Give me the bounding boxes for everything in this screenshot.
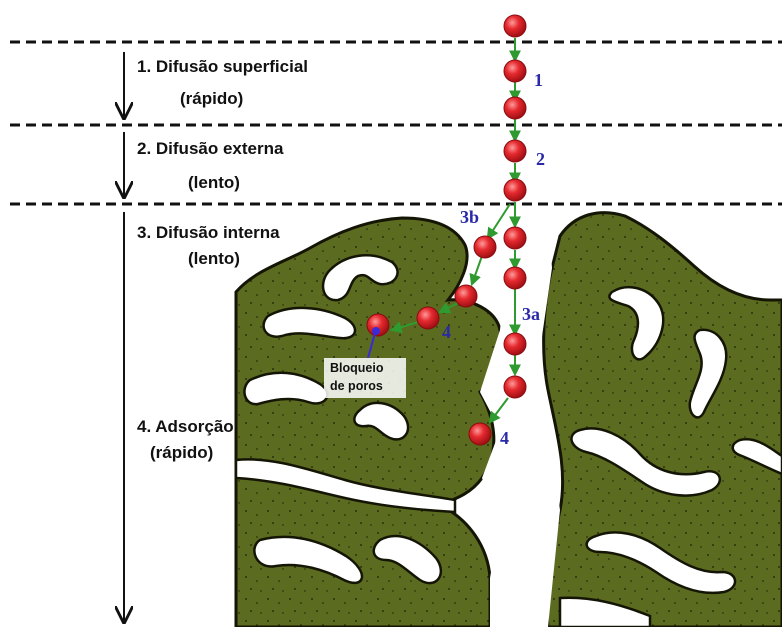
particle bbox=[469, 423, 491, 445]
particle bbox=[504, 227, 526, 249]
stage3-title: 3. Difusão interna bbox=[137, 223, 280, 242]
path-label-3a: 3a bbox=[522, 304, 540, 324]
path-label-4-right: 4 bbox=[500, 428, 509, 448]
path-label-2: 2 bbox=[536, 149, 545, 169]
stage3-speed: (lento) bbox=[188, 249, 240, 268]
stage2-title: 2. Difusão externa bbox=[137, 139, 284, 158]
particle bbox=[504, 179, 526, 201]
stage1-title: 1. Difusão superficial bbox=[137, 57, 308, 76]
particle bbox=[504, 267, 526, 289]
particle bbox=[455, 285, 477, 307]
path-label-1: 1 bbox=[534, 70, 543, 90]
particle bbox=[474, 236, 496, 258]
annotation-line2: de poros bbox=[330, 379, 383, 393]
particle bbox=[504, 97, 526, 119]
particle bbox=[504, 140, 526, 162]
annotation-line1: Bloqueio bbox=[330, 361, 384, 375]
particle bbox=[417, 307, 439, 329]
particle bbox=[504, 60, 526, 82]
stage4-speed: (rápido) bbox=[150, 443, 213, 462]
particle bbox=[504, 333, 526, 355]
particle bbox=[504, 376, 526, 398]
blocked-pore-dot bbox=[372, 327, 380, 335]
stage1-speed: (rápido) bbox=[180, 89, 243, 108]
stage4-title: 4. Adsorção bbox=[137, 417, 234, 436]
path-label-3b: 3b bbox=[460, 207, 479, 227]
path-label-4-left: 4 bbox=[442, 322, 451, 342]
particle bbox=[504, 15, 526, 37]
stage2-speed: (lento) bbox=[188, 173, 240, 192]
